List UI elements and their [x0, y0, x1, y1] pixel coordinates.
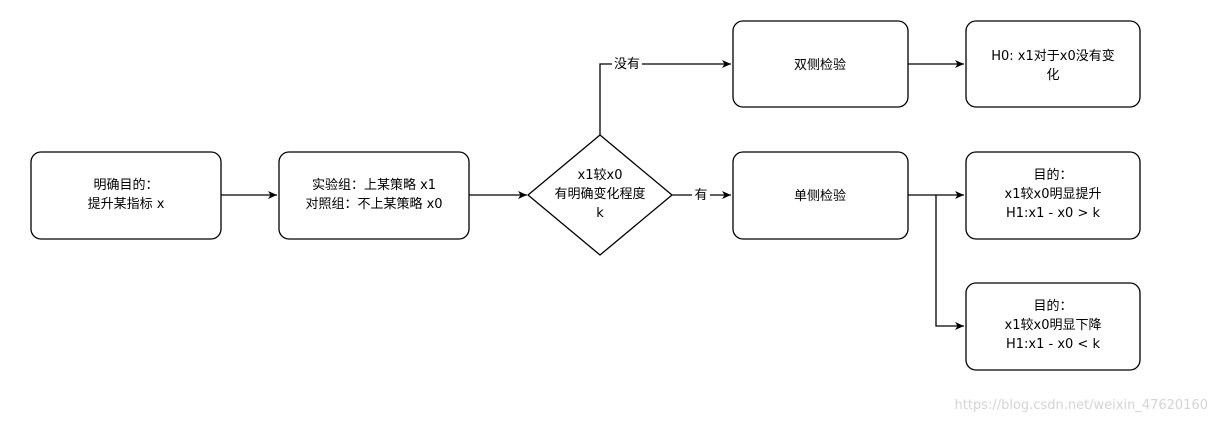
node-h1-down-line2: x1较x0明显下降: [1005, 318, 1102, 333]
node-groups-line1: 实验组：上某策略 x1: [312, 177, 436, 193]
node-one-sided: 单侧检验: [732, 151, 909, 240]
node-goal-line2: 提升某指标 x: [88, 196, 165, 212]
node-goal: 明确目的： 提升某指标 x: [30, 151, 222, 240]
node-decision: x1较x0 有明确变化程度 k: [527, 134, 673, 256]
node-h0-line1: H0: x1对于x0没有变: [991, 48, 1115, 64]
node-h1-up-line1: 目的：: [1033, 167, 1072, 183]
node-two-sided: 双侧检验: [732, 20, 909, 108]
node-one-sided-label: 单侧检验: [794, 188, 846, 204]
node-two-sided-label: 双侧检验: [794, 57, 846, 73]
node-goal-line1: 明确目的：: [93, 177, 158, 193]
node-groups: 实验组：上某策略 x1 对照组：不上某策略 x0: [278, 151, 470, 240]
edges: [221, 60, 964, 330]
node-decision-line3: k: [596, 206, 604, 221]
node-decision-line1: x1较x0: [578, 168, 623, 183]
edge-label-yes: 有: [692, 186, 710, 204]
edge-decision-to-two-sided: [599, 60, 731, 135]
edge-one-sided-to-h1-down: [935, 195, 964, 330]
node-h1-down-line1: 目的：: [1033, 298, 1072, 314]
edge-label-no-text: 没有: [614, 57, 640, 72]
edge-label-no: 没有: [612, 55, 642, 73]
node-h1-up-line3: H1:x1 - x0 > k: [1006, 206, 1100, 221]
node-h1-up-line2: x1较x0明显提升: [1005, 186, 1102, 202]
watermark-text: https://blog.csdn.net/weixin_47620160: [954, 398, 1208, 413]
node-decision-line2: 有明确变化程度: [554, 186, 645, 202]
node-h1-up: 目的： x1较x0明显提升 H1:x1 - x0 > k: [965, 151, 1141, 240]
node-h1-down: 目的： x1较x0明显下降 H1:x1 - x0 < k: [965, 282, 1141, 371]
node-groups-line2: 对照组：不上某策略 x0: [305, 196, 442, 212]
node-h0-line2: 化: [1046, 68, 1059, 83]
edge-label-yes-text: 有: [694, 188, 707, 203]
node-h0: H0: x1对于x0没有变 化: [965, 20, 1141, 108]
node-h1-down-line3: H1:x1 - x0 < k: [1006, 337, 1100, 352]
